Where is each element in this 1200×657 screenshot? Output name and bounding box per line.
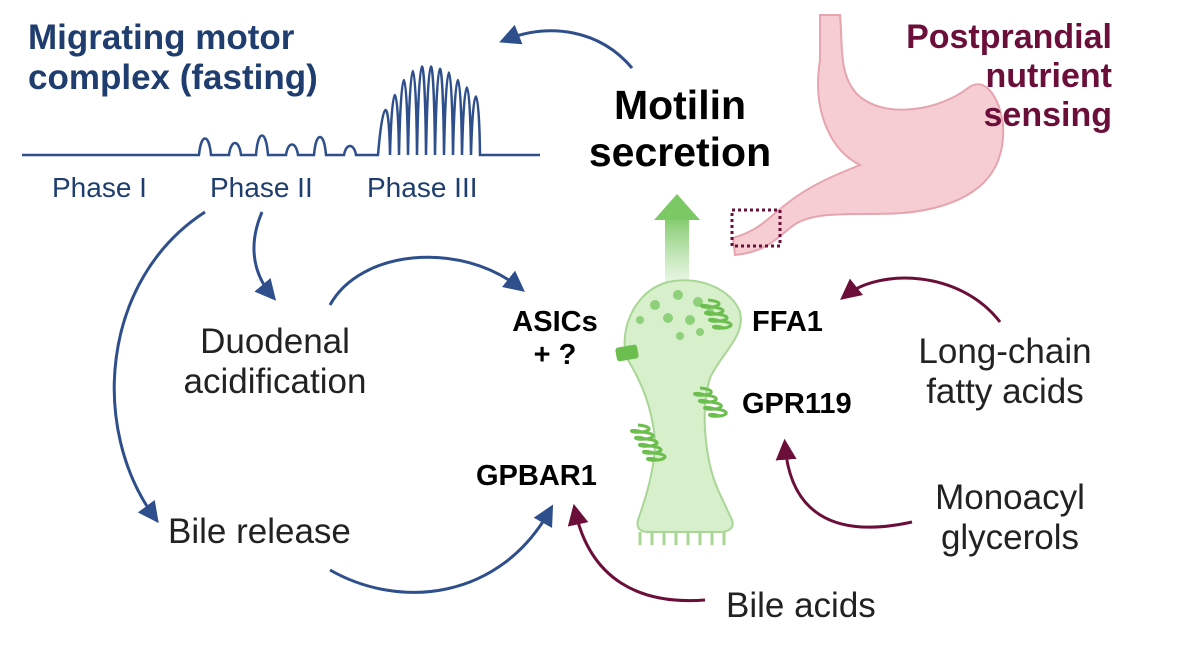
mmc-trace [22, 65, 540, 157]
arrow-phase2-to-duodenal [252, 211, 277, 301]
motilin-secretion: Motilin secretion [570, 82, 790, 176]
bile-acids: Bile acids [726, 586, 876, 625]
gpr119-receptor [693, 386, 728, 418]
postprandial-title: Postprandial nutrient sensing [906, 18, 1112, 135]
mmc-title: Migrating motor complex (fasting) [28, 18, 318, 99]
arrow-bileacids-to-gpbar1 [567, 503, 706, 603]
monoacylglycerols: Monoacyl glycerols [910, 478, 1110, 559]
motilin-line2: secretion [588, 129, 772, 176]
arrow-bile-to-gpbar1 [329, 504, 554, 594]
duodenal-line2: acidification [183, 362, 367, 402]
gpbar1-label: GPBAR1 [476, 460, 597, 492]
gpbar1-receptor [630, 423, 667, 462]
arrow-phase1-to-bile [112, 210, 206, 524]
arrow-lcfa-to-ffa1 [840, 276, 1002, 323]
postprandial-line2: nutrient [985, 57, 1112, 96]
arrow-motilin-to-mmc [499, 24, 634, 69]
secretion-arrow-shaft [665, 218, 689, 288]
long-chain-fatty-acids: Long-chain fatty acids [900, 332, 1110, 413]
phase-3-label: Phase III [367, 172, 478, 203]
asic-channel [615, 344, 639, 362]
secretion-arrow-head [654, 194, 700, 220]
phase-1-label: Phase I [52, 172, 147, 203]
lcfa-line1: Long-chain [918, 332, 1092, 371]
ffa1-receptor [700, 298, 733, 330]
postprandial-line1: Postprandial [906, 18, 1112, 56]
asics-line1: ASICs [512, 306, 598, 338]
arrow-duodenal-to-asics [328, 255, 525, 306]
stomach-shape [731, 14, 1005, 257]
motilin-cell [623, 279, 742, 533]
ffa1-label: FFA1 [752, 306, 823, 338]
cell-base-fringe [638, 532, 726, 545]
mag-line1: Monoacyl [935, 478, 1085, 517]
sensing-region-box [730, 208, 782, 248]
mag-line2: glycerols [940, 518, 1080, 558]
bile-release: Bile release [168, 512, 351, 551]
phase-2-label: Phase II [210, 172, 313, 203]
mmc-title-line2: complex (fasting) [28, 58, 318, 98]
postprandial-line3: sensing [983, 96, 1112, 135]
duodenal-line1: Duodenal [200, 322, 350, 361]
mmc-title-line1: Migrating motor [28, 18, 295, 57]
asics-line2: + ? [533, 339, 577, 372]
gpr119-label: GPR119 [742, 388, 852, 420]
duodenal-acidification: Duodenal acidification [160, 322, 390, 403]
arrow-mag-to-gpr119 [775, 438, 913, 529]
lcfa-line2: fatty acids [926, 372, 1084, 412]
motilin-line1: Motilin [613, 82, 747, 128]
asics-label: ASICs + ? [505, 306, 605, 373]
